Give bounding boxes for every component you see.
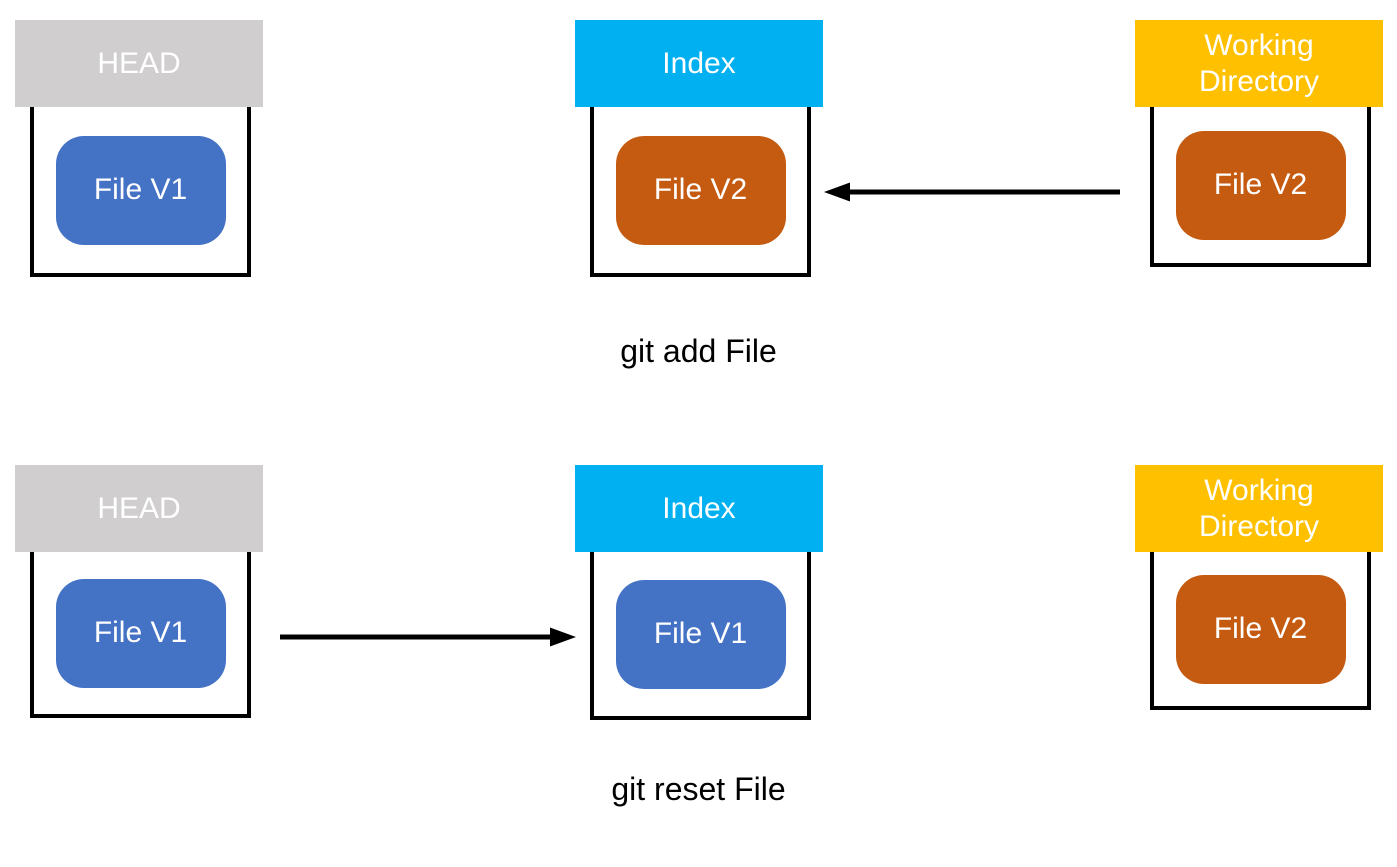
- git-reset-caption: git reset File: [611, 771, 786, 807]
- working-directory-header-top: Working Directory: [1135, 20, 1383, 107]
- git-add-caption: git add File: [620, 333, 777, 369]
- head-header-label: HEAD: [97, 491, 181, 525]
- working-directory-header-label: Working Directory: [1198, 473, 1319, 543]
- arrow-left-icon: [824, 182, 1120, 202]
- working-directory-box-top: File V2: [1150, 107, 1371, 267]
- head-header-bottom: HEAD: [15, 465, 263, 552]
- index-header-bottom: Index: [575, 465, 823, 552]
- index-header-top: Index: [575, 20, 823, 107]
- working-directory-box-bottom: File V2: [1150, 552, 1371, 710]
- file-pill-working-directory-bottom: File V2: [1175, 574, 1346, 684]
- head-box-top: File V1: [30, 107, 251, 277]
- index-box-bottom: File V1: [590, 552, 811, 720]
- index-header-label: Index: [662, 491, 736, 525]
- file-pill-index-top: File V2: [615, 135, 786, 245]
- head-header-label: HEAD: [97, 46, 181, 80]
- index-box-top: File V2: [590, 107, 811, 277]
- head-box-bottom: File V1: [30, 552, 251, 718]
- working-directory-header-bottom: Working Directory: [1135, 465, 1383, 552]
- file-pill-working-directory-top: File V2: [1175, 130, 1346, 240]
- file-pill-head-top: File V1: [55, 135, 226, 245]
- head-header-top: HEAD: [15, 20, 263, 107]
- working-directory-header-label: Working Directory: [1198, 28, 1319, 98]
- index-header-label: Index: [662, 46, 736, 80]
- arrow-right-icon: [280, 627, 576, 647]
- file-pill-head-bottom: File V1: [55, 578, 226, 688]
- file-pill-index-bottom: File V1: [615, 579, 786, 689]
